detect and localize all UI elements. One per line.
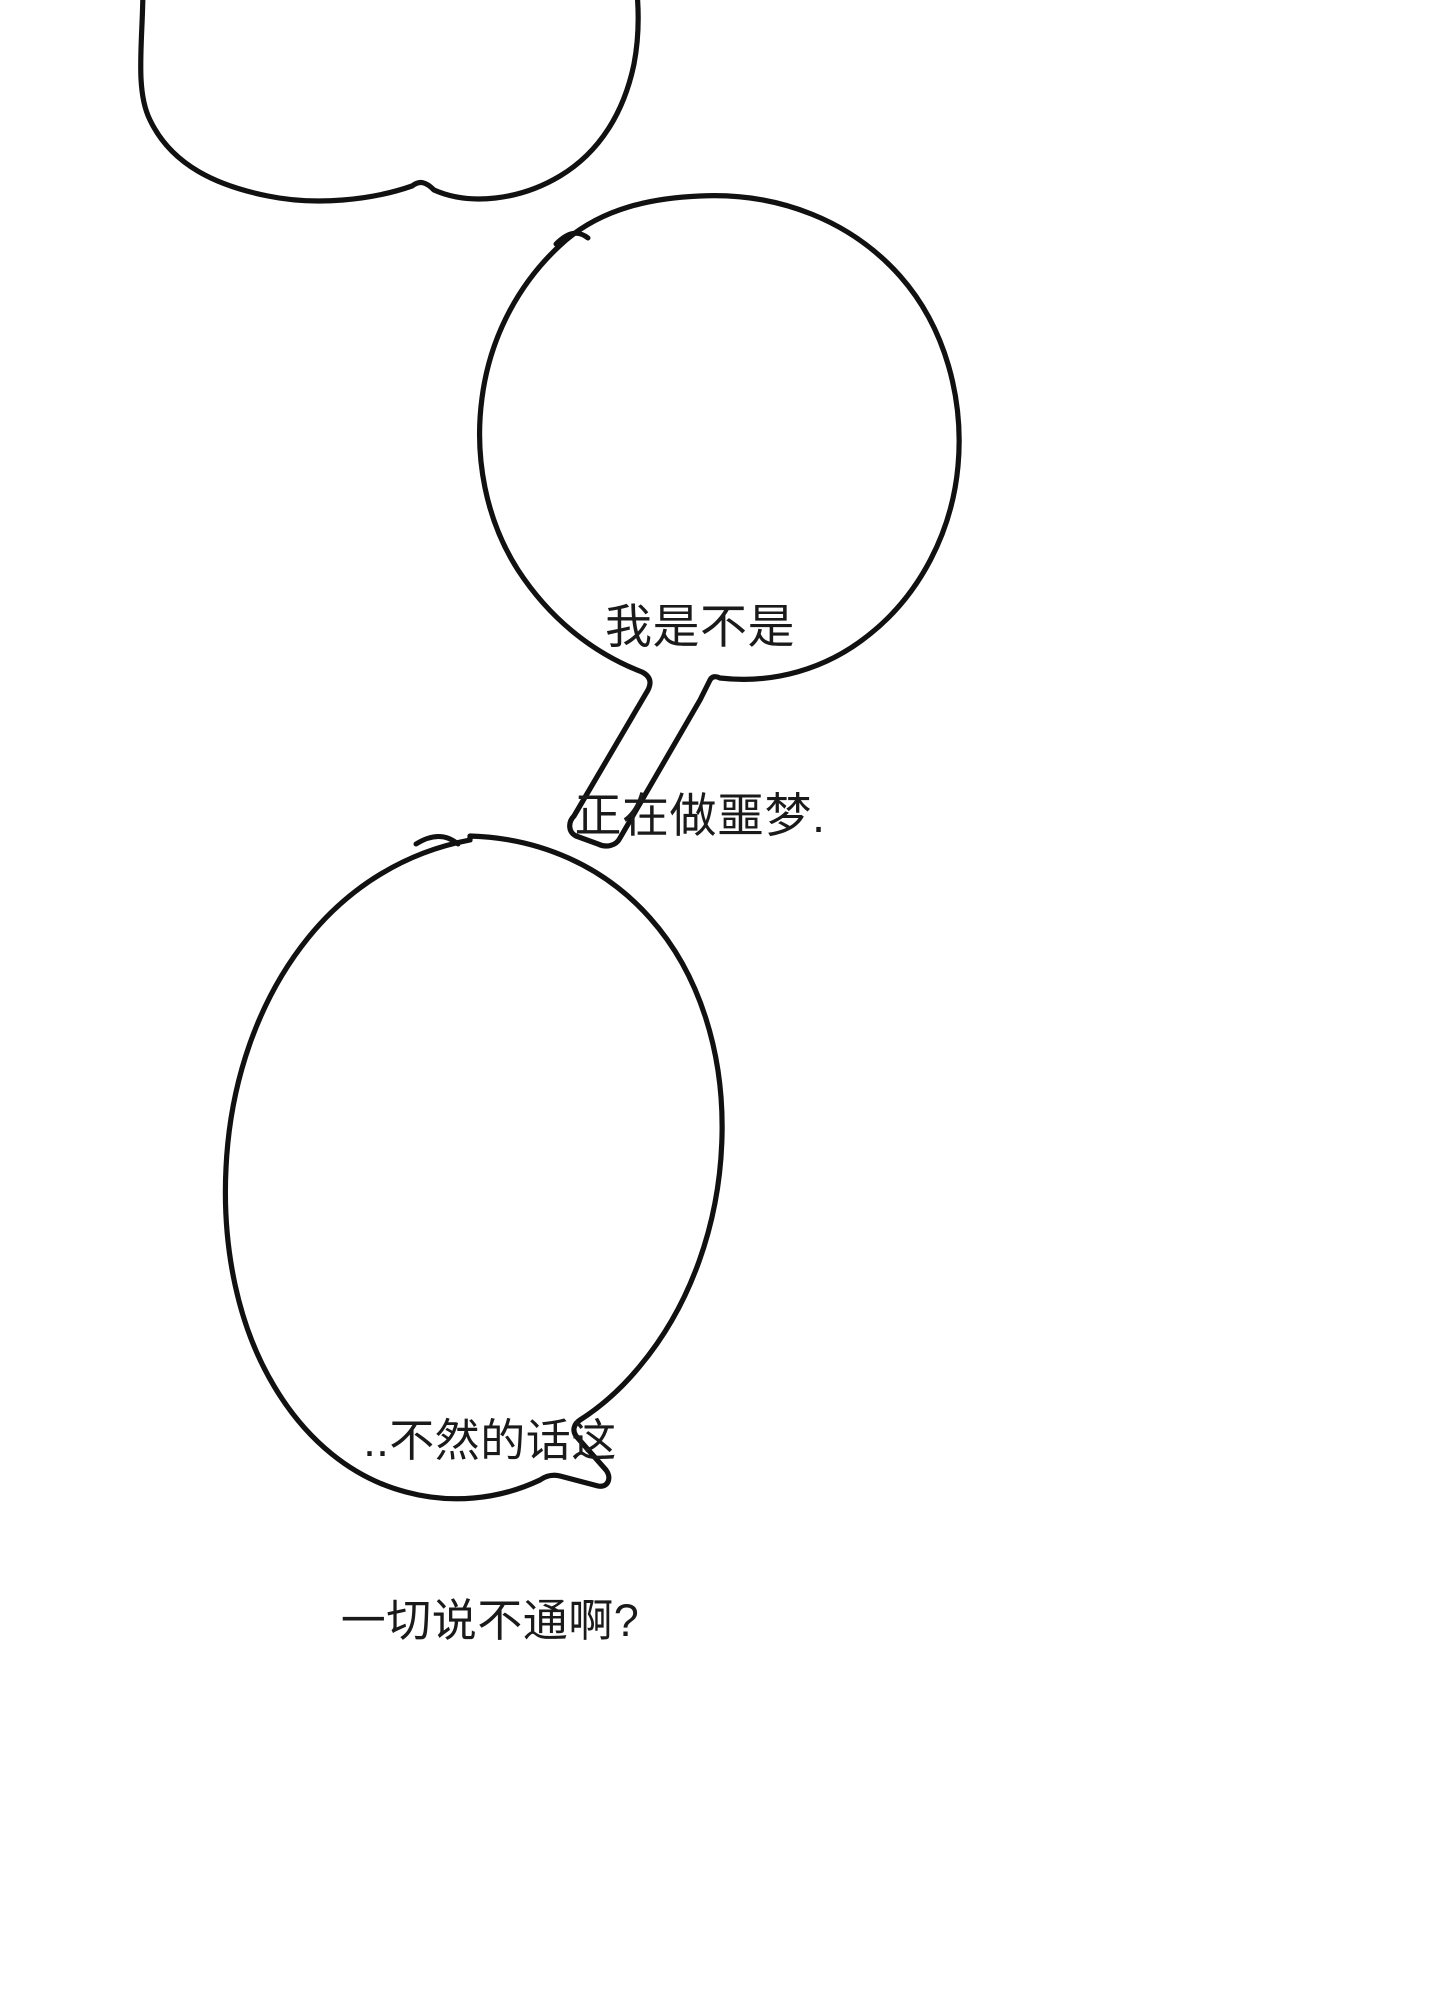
bubble-outline-explain <box>222 833 725 1502</box>
bubble-notch-dream <box>553 230 591 247</box>
bubble-explain-line-2: 一切说不通啊? <box>340 1595 640 1647</box>
bubble-outline-partial <box>138 0 641 204</box>
speech-bubble-explain <box>222 833 725 1502</box>
bubble-explain-line-1: ..不然的话这 <box>363 1414 617 1466</box>
bubble-dream-line-2: 正在做噩梦. <box>574 788 826 842</box>
bubble-text-explain: ..不然的话这 一切说不通啊? <box>230 1290 750 1772</box>
bubble-outline-dream <box>477 193 962 849</box>
speech-bubble-dream <box>477 193 962 849</box>
speech-bubble-partial-top <box>138 0 641 204</box>
bubble-text-dream: 我是不是 正在做噩梦. <box>440 470 960 974</box>
bubble-dream-line-1: 我是不是 <box>605 599 795 653</box>
bubble-notch-explain <box>413 834 461 847</box>
